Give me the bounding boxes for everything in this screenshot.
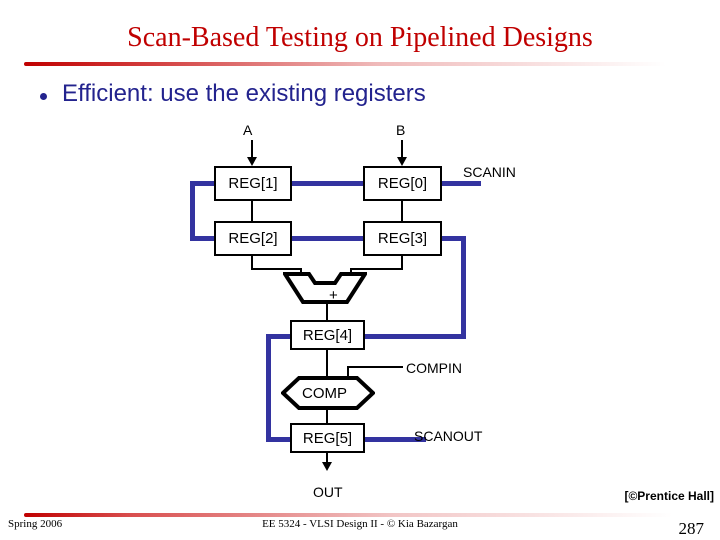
scan-wire-reg1-left bbox=[190, 181, 218, 186]
scan-wire-reg0-to-reg1 bbox=[291, 181, 364, 186]
block-reg2-label: REG[2] bbox=[228, 230, 278, 247]
block-reg2[interactable]: REG[2] bbox=[214, 221, 292, 256]
block-alu-label: + bbox=[329, 287, 338, 304]
arrowhead-a-icon bbox=[247, 157, 257, 166]
block-reg5[interactable]: REG[5] bbox=[290, 423, 365, 453]
footer-course: EE 5324 - VLSI Design II - © Kia Bazarga… bbox=[262, 518, 458, 530]
bullet-label: Efficient: use the existing registers bbox=[62, 80, 426, 107]
block-reg1[interactable]: REG[1] bbox=[214, 166, 292, 201]
title-divider bbox=[24, 62, 700, 66]
scan-wire-scanin bbox=[441, 181, 481, 186]
wire-b-stem bbox=[401, 140, 403, 158]
scan-wire-reg3-right bbox=[441, 236, 466, 241]
wire-a-stem bbox=[251, 140, 253, 158]
block-reg3[interactable]: REG[3] bbox=[363, 221, 442, 256]
wire-reg3-out-stem bbox=[401, 255, 403, 269]
block-reg3-label: REG[3] bbox=[377, 230, 428, 247]
block-reg0-label: REG[0] bbox=[377, 175, 428, 192]
scan-wire-reg2-left bbox=[190, 236, 218, 241]
arrowhead-b-icon bbox=[397, 157, 407, 166]
wire-out-stem bbox=[326, 452, 328, 464]
page-title: Scan-Based Testing on Pipelined Designs bbox=[127, 22, 593, 53]
block-reg5-label: REG[5] bbox=[302, 429, 353, 447]
arrowhead-out-icon bbox=[322, 462, 332, 471]
scan-wire-reg5-left bbox=[266, 437, 294, 442]
footer-divider bbox=[24, 513, 700, 517]
wire-reg1-to-reg2 bbox=[251, 200, 253, 222]
wire-alu-to-reg4 bbox=[326, 302, 328, 321]
block-alu-adder[interactable] bbox=[283, 272, 367, 304]
wire-reg2-out-stem bbox=[251, 255, 253, 269]
scan-wire-lower-riser bbox=[266, 334, 271, 437]
scan-wire-reg4-left bbox=[266, 334, 294, 339]
bullet-item: Efficient: use the existing registers bbox=[34, 80, 694, 114]
wire-alu-in-right bbox=[350, 268, 352, 276]
wire-comp-to-reg5 bbox=[326, 409, 328, 424]
wire-compin bbox=[347, 366, 403, 368]
copyright-credit: [©Prentice Hall] bbox=[624, 489, 714, 503]
bullet-dot-icon bbox=[40, 93, 47, 100]
port-label-a: A bbox=[243, 122, 253, 138]
block-reg4-label: REG[4] bbox=[302, 326, 353, 344]
footer-page-number: 287 bbox=[678, 519, 705, 538]
block-comparator-label: COMP bbox=[302, 385, 347, 402]
scan-wire-right-riser bbox=[461, 236, 466, 339]
block-reg1-label: REG[1] bbox=[228, 175, 278, 192]
footer-term: Spring 2006 bbox=[8, 518, 63, 530]
block-comparator[interactable] bbox=[281, 376, 375, 410]
port-label-out: OUT bbox=[313, 484, 343, 500]
port-label-b: B bbox=[396, 122, 406, 138]
wire-reg0-to-reg3 bbox=[401, 200, 403, 222]
port-label-compin: COMPIN bbox=[406, 360, 462, 376]
scan-wire-scanout bbox=[364, 437, 426, 442]
port-label-scanin: SCANIN bbox=[463, 164, 516, 180]
block-reg0[interactable]: REG[0] bbox=[363, 166, 442, 201]
wire-reg4-to-comp bbox=[326, 349, 328, 377]
scan-wire-reg4-right bbox=[364, 334, 466, 339]
port-label-scanout: SCANOUT bbox=[414, 428, 483, 444]
wire-reg3-out-jog bbox=[350, 268, 403, 270]
wire-reg2-out-jog bbox=[251, 268, 302, 270]
block-reg4[interactable]: REG[4] bbox=[290, 320, 365, 350]
scan-wire-reg2-to-reg3 bbox=[291, 236, 364, 241]
wire-compin-stem bbox=[347, 366, 349, 378]
scan-wire-left-riser bbox=[190, 181, 195, 236]
